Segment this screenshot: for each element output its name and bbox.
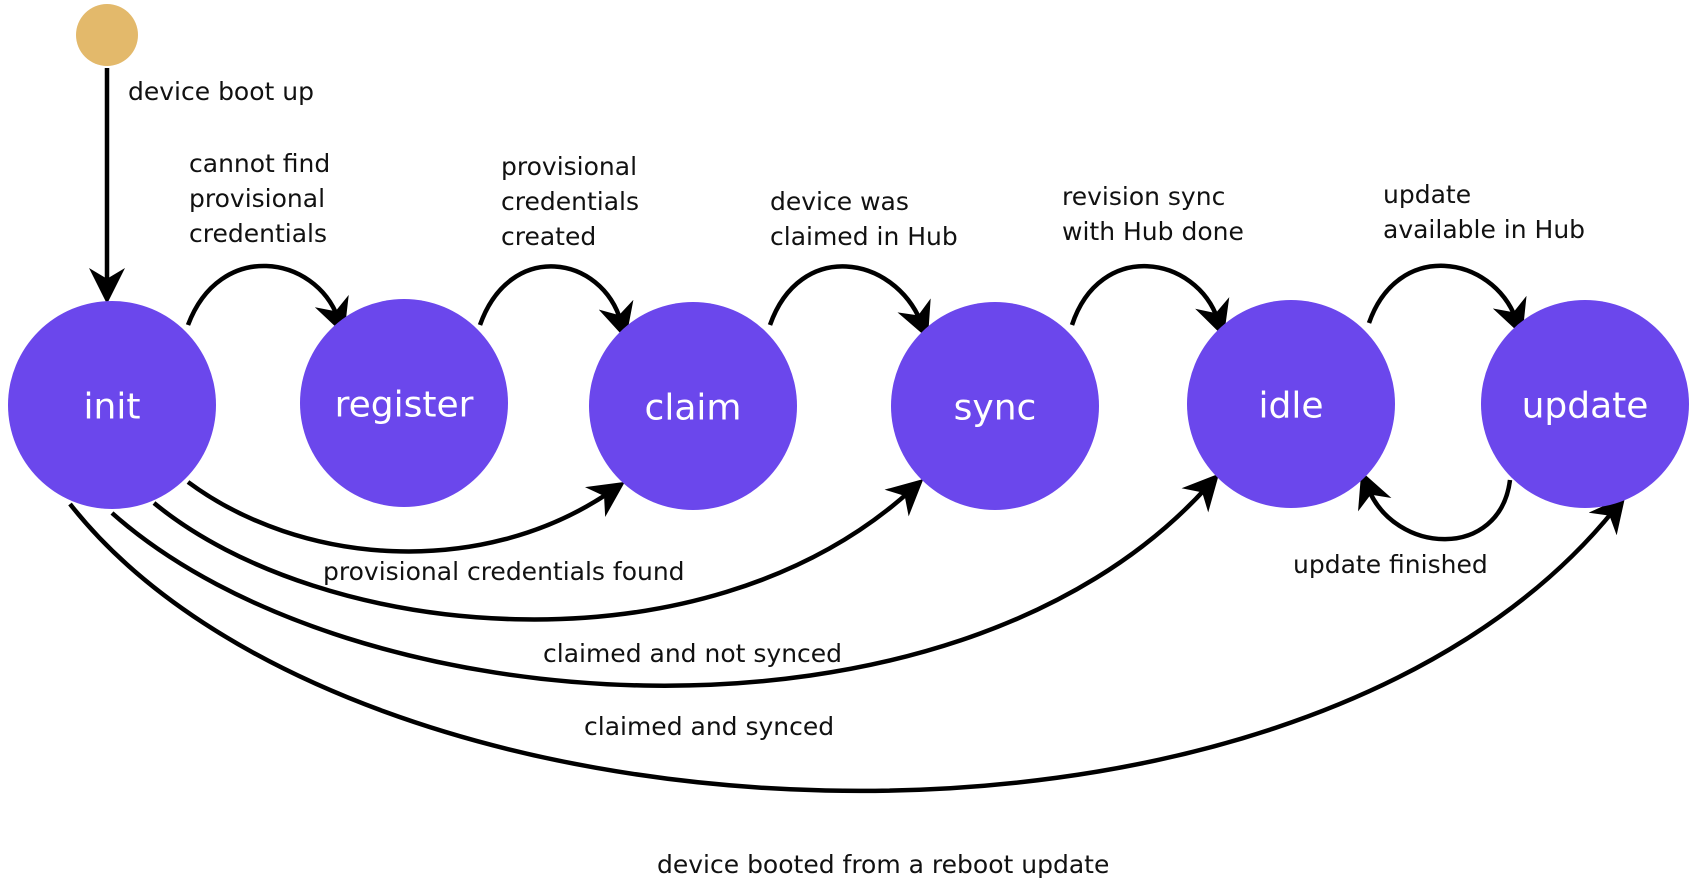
edge-claim-sync xyxy=(767,264,931,339)
label-idle-update-line-2: available in Hub xyxy=(1383,215,1585,244)
state-sync-label: sync xyxy=(954,388,1037,429)
label-init-claim: provisional credentials found xyxy=(323,557,685,586)
edge-init-idle xyxy=(110,473,1220,688)
label-init-register-line-1: cannot find xyxy=(189,149,330,178)
edge-init-sync xyxy=(152,478,924,622)
edge-init-claim xyxy=(186,480,625,554)
edge-update-idle xyxy=(1358,471,1513,542)
label-init-register-line-3: credentials xyxy=(189,219,327,248)
label-sync-idle-line-2: with Hub done xyxy=(1062,217,1244,246)
label-idle-update-line-1: update xyxy=(1383,180,1471,209)
state-register-label: register xyxy=(335,385,474,426)
state-sync-node xyxy=(891,302,1099,510)
label-register-claim-line-1: provisional xyxy=(501,152,637,181)
edge-init-update xyxy=(68,496,1626,794)
label-register-claim-line-3: created xyxy=(501,222,596,251)
state-init-node xyxy=(8,301,216,509)
label-claim-sync-line-2: claimed in Hub xyxy=(770,222,958,251)
label-register-claim-line-2: credentials xyxy=(501,187,639,216)
label-claim-sync-line-1: device was xyxy=(770,187,909,216)
label-sync-idle-line-1: revision sync xyxy=(1062,182,1225,211)
edge-init-register xyxy=(185,263,349,335)
label-init-idle: claimed and synced xyxy=(584,712,834,741)
state-update-node xyxy=(1481,300,1689,508)
edge-idle-update xyxy=(1366,263,1527,336)
label-boot: device boot up xyxy=(128,77,314,106)
start-node xyxy=(76,4,138,66)
state-claim-node xyxy=(589,302,797,510)
label-update-idle: update finished xyxy=(1293,550,1488,579)
label-init-register-line-2: provisional xyxy=(189,184,325,213)
state-idle-node xyxy=(1187,300,1395,508)
state-register-node xyxy=(300,299,508,507)
state-claim-label: claim xyxy=(645,388,742,429)
label-init-update: device booted from a reboot update xyxy=(657,850,1109,879)
edge-register-claim xyxy=(477,264,634,340)
state-update-label: update xyxy=(1522,386,1649,427)
label-init-sync: claimed and not synced xyxy=(543,639,842,668)
state-init-label: init xyxy=(84,387,141,428)
edge-sync-idle xyxy=(1069,264,1230,338)
state-idle-label: idle xyxy=(1258,386,1323,427)
